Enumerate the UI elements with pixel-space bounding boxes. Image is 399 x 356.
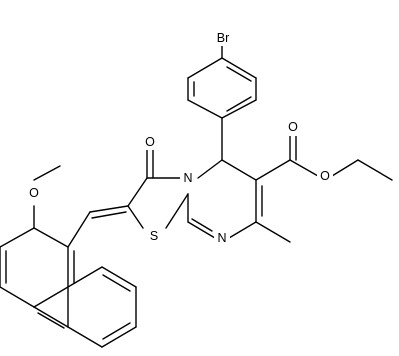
bond xyxy=(255,221,291,243)
bond xyxy=(221,99,257,119)
bond xyxy=(187,99,223,119)
bond xyxy=(33,165,61,181)
label-backdrop xyxy=(139,134,155,150)
bond xyxy=(33,227,69,248)
bond xyxy=(165,193,189,229)
bond xyxy=(67,326,103,348)
label-backdrop xyxy=(285,120,301,136)
bond xyxy=(0,286,35,308)
bond xyxy=(221,159,257,181)
imine-nitrogen-label: N xyxy=(217,231,226,245)
bond xyxy=(226,96,252,112)
bond xyxy=(127,177,148,207)
label-backdrop xyxy=(317,168,333,184)
bond xyxy=(89,205,129,213)
bond xyxy=(228,221,257,239)
label-backdrop xyxy=(146,228,162,244)
methoxy-oxygen-label: O xyxy=(29,186,39,200)
ester-carbonyl-oxygen-label: O xyxy=(288,120,298,134)
bond xyxy=(33,306,69,328)
bond xyxy=(101,266,137,288)
bond xyxy=(67,211,91,248)
ring-nitrogen-label: N xyxy=(183,171,192,185)
bond xyxy=(226,66,252,82)
label-backdrop xyxy=(212,30,234,46)
bond xyxy=(0,227,35,248)
bond xyxy=(255,159,291,181)
bond xyxy=(331,159,359,177)
bond xyxy=(289,159,319,177)
label-backdrop xyxy=(214,230,230,246)
bond xyxy=(102,322,131,340)
bond xyxy=(127,205,144,229)
bond xyxy=(101,326,137,348)
bond xyxy=(67,266,103,288)
bond xyxy=(221,57,257,79)
bond-layer xyxy=(0,45,393,348)
bond xyxy=(197,159,223,179)
bond xyxy=(37,312,65,329)
bond xyxy=(191,218,213,232)
bond xyxy=(102,274,131,292)
sulfur-atom-label: S xyxy=(150,229,158,243)
ketone-oxygen-label: O xyxy=(145,135,155,149)
bond xyxy=(357,159,393,181)
bond xyxy=(187,221,216,239)
bond xyxy=(187,57,223,79)
ester-oxygen-label: O xyxy=(320,169,330,183)
bond xyxy=(91,211,127,219)
label-backdrop xyxy=(180,170,196,186)
atom-label-layer: Br O O O O N N S xyxy=(26,30,333,246)
label-backdrop xyxy=(26,186,42,202)
bromine-atom-label: Br xyxy=(217,31,230,45)
bond xyxy=(33,286,69,308)
